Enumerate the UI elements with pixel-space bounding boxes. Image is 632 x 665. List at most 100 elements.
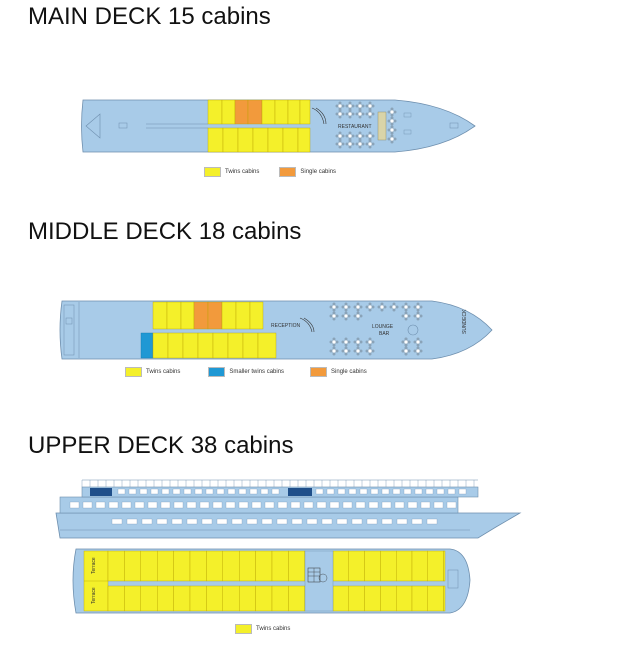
window (231, 518, 243, 525)
twin-cabin (173, 585, 191, 612)
window (126, 518, 138, 525)
single-cabin (247, 99, 263, 125)
lounge-seat (329, 346, 339, 356)
twin-cabin (182, 332, 199, 359)
lounge-seat (329, 337, 339, 347)
upper-deck-fixture (318, 573, 328, 583)
twin-cabin (222, 550, 240, 582)
twins-cabins-swatch (125, 367, 142, 377)
terrace-label-top: Terrace (91, 557, 97, 574)
twin-cabin (221, 99, 236, 125)
window (306, 518, 318, 525)
twins-cabins-swatch (235, 624, 252, 634)
window (329, 501, 340, 509)
window (392, 488, 401, 495)
window (156, 518, 168, 525)
window (199, 501, 210, 509)
bar-label: BAR (379, 331, 390, 337)
ship-side-windows (69, 501, 457, 509)
middle-deck-title: MIDDLE DECK 18 cabins (28, 218, 302, 245)
twin-cabin (207, 127, 224, 153)
window (251, 501, 262, 509)
window (337, 488, 346, 495)
twin-cabin (238, 585, 256, 612)
lounge-seat (329, 302, 339, 312)
lounge-seat (389, 302, 399, 312)
main-deck-fixture (403, 112, 412, 118)
lounge-seat (401, 311, 411, 321)
window (139, 488, 148, 495)
main-deck-plan: RESTAURANT (81, 99, 476, 153)
upper-deck-plan: Terrace Terrace (72, 548, 471, 614)
twins-cabins-swatch (204, 167, 221, 177)
ship-side-top-level (81, 486, 479, 498)
twin-cabin (107, 550, 125, 582)
window (201, 518, 213, 525)
restaurant-table (387, 125, 397, 135)
window (336, 518, 348, 525)
twin-cabin (261, 99, 276, 125)
window (69, 501, 80, 509)
ship-side-lounge-window (288, 488, 312, 496)
twin-cabin (189, 585, 207, 612)
window (216, 488, 225, 495)
twin-cabin (207, 99, 223, 125)
main-deck-stair-icon (315, 107, 327, 125)
lounge-seat (341, 311, 351, 321)
middle-deck-fixture (65, 317, 73, 325)
twin-cabin (124, 550, 142, 582)
window (370, 488, 379, 495)
legend-label-twins: Twins cabins (256, 626, 291, 632)
upper-deck-bow-stair (447, 569, 459, 589)
window (411, 518, 423, 525)
main-deck-legend: Twins cabins Single cabins (204, 167, 336, 177)
twin-cabin (152, 301, 168, 330)
twin-cabin (364, 585, 381, 612)
twin-cabin (222, 127, 239, 153)
window (194, 488, 203, 495)
window (394, 501, 405, 509)
lounge-seat (353, 337, 363, 347)
twin-cabin (206, 585, 223, 612)
main-deck-title: MAIN DECK 15 cabins (28, 3, 271, 30)
twin-cabin (287, 99, 301, 125)
window (446, 501, 457, 509)
twin-cabin (221, 301, 237, 330)
window (355, 501, 366, 509)
window (95, 501, 106, 509)
twin-cabin (212, 332, 229, 359)
twin-cabin (197, 332, 214, 359)
window (173, 501, 184, 509)
window (326, 488, 335, 495)
twin-cabin (189, 550, 207, 582)
window (321, 518, 333, 525)
twin-cabin (396, 550, 413, 582)
single-cabins-swatch (279, 167, 297, 177)
twin-cabin (348, 585, 365, 612)
lounge-seat (341, 302, 351, 312)
window (277, 501, 288, 509)
twin-cabin (140, 550, 158, 582)
window (141, 518, 153, 525)
twin-cabin (242, 332, 259, 359)
twin-cabin (255, 585, 273, 612)
restaurant-table (345, 139, 355, 149)
window (111, 518, 123, 525)
window (150, 488, 159, 495)
window (368, 501, 379, 509)
twin-cabin (411, 550, 429, 582)
lounge-seating (329, 302, 423, 356)
twin-cabin (274, 99, 289, 125)
twin-cabin (443, 585, 446, 612)
twin-cabin (297, 127, 311, 153)
upper-deck-legend: Twins cabins (235, 624, 290, 634)
upper-deck-title: UPPER DECK 38 cabins (28, 432, 294, 459)
window (183, 488, 192, 495)
twin-cabin (173, 550, 191, 582)
buffet-counter (377, 111, 387, 141)
window (212, 501, 223, 509)
window (160, 501, 171, 509)
twin-cabin (299, 99, 311, 125)
lounge-seat (353, 346, 363, 356)
twin-cabin (124, 585, 142, 612)
